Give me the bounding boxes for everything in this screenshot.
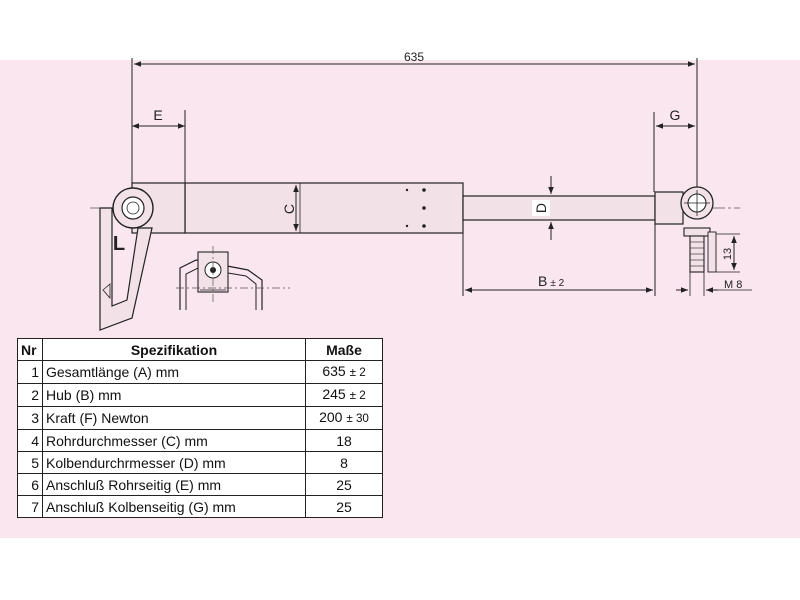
row-value-cell: 200 ± 30 — [305, 406, 383, 430]
specification-table: Nr Spezifikation Maße 1 Gesamtlänge (A) … — [17, 338, 383, 518]
header-spec: Spezifikation — [42, 338, 306, 361]
row-spec: Kolbendurchrmesser (D) mm — [42, 451, 306, 474]
row-tolerance: ± 2 — [349, 366, 366, 379]
dimension-e: E — [132, 107, 186, 190]
dimension-g: G — [653, 107, 695, 192]
dimension-g-label: G — [670, 107, 681, 123]
mounting-stud — [683, 227, 717, 273]
l-bracket: L — [99, 207, 153, 331]
row-value-cell: 245 ± 2 — [305, 383, 383, 407]
dimension-a-label: 635 — [404, 50, 424, 64]
row-value: 245 — [322, 386, 346, 402]
row-value-cell: 25 — [305, 495, 383, 518]
dimension-c: C — [281, 185, 299, 231]
dimension-b-label: B± 2 — [538, 273, 565, 289]
row-value-cell: 635 ± 2 — [305, 360, 383, 384]
dimension-13-label: 13 — [722, 248, 734, 260]
table-row: 6 Anschluß Rohrseitig (E) mm 25 — [17, 473, 383, 496]
dimension-a: 635 — [131, 50, 698, 192]
row-value: 635 — [322, 363, 346, 379]
row-spec: Kraft (F) Newton — [42, 406, 306, 430]
row-nr: 1 — [17, 360, 43, 384]
table-header-row: Nr Spezifikation Maße — [17, 338, 383, 361]
table-row: 7 Anschluß Kolbenseitig (G) mm 25 — [17, 495, 383, 518]
table-row: 5 Kolbendurchrmesser (D) mm 8 — [17, 451, 383, 474]
table-row: 2 Hub (B) mm 245 ± 2 — [17, 383, 383, 407]
row-value: 18 — [336, 432, 352, 449]
bracket-l-label: L — [113, 233, 125, 255]
clip-detail — [176, 246, 290, 310]
row-nr: 5 — [17, 451, 43, 474]
row-value: 25 — [336, 498, 352, 515]
row-value: 200 — [319, 409, 343, 425]
table-row: 3 Kraft (F) Newton 200 ± 30 — [17, 406, 383, 430]
row-spec: Anschluß Rohrseitig (E) mm — [42, 473, 306, 496]
dimension-m8: M 8 — [676, 272, 752, 296]
piston-side-eye-fitting — [680, 186, 714, 220]
dimension-b-tolerance: ± 2 — [550, 278, 564, 289]
dimension-b-letter: B — [538, 273, 547, 289]
row-value: 25 — [336, 476, 352, 493]
dimension-d-label: D — [533, 203, 549, 213]
header-value: Maße — [305, 338, 383, 361]
row-value: 8 — [340, 454, 348, 471]
row-nr: 6 — [17, 473, 43, 496]
dimension-c-label: C — [281, 204, 297, 214]
row-spec: Anschluß Kolbenseitig (G) mm — [42, 495, 306, 518]
row-tolerance: ± 30 — [346, 412, 369, 425]
header-nr: Nr — [17, 338, 43, 361]
tube-side-eye-fitting — [112, 182, 186, 234]
piston-rod — [462, 191, 684, 225]
row-spec: Gesamtlänge (A) mm — [42, 360, 306, 384]
row-spec: Rohrdurchmesser (C) mm — [42, 429, 306, 452]
dimension-m8-label: M 8 — [724, 279, 742, 291]
row-nr: 3 — [17, 406, 43, 430]
row-nr: 7 — [17, 495, 43, 518]
row-value-cell: 8 — [305, 451, 383, 474]
table-row: 4 Rohrdurchmesser (C) mm 18 — [17, 429, 383, 452]
dimension-b: B± 2 — [462, 224, 656, 296]
dimension-13: 13 — [716, 233, 740, 273]
row-value-cell: 18 — [305, 429, 383, 452]
row-nr: 2 — [17, 383, 43, 407]
table-row: 1 Gesamtlänge (A) mm 635 ± 2 — [17, 360, 383, 384]
row-tolerance: ± 2 — [349, 389, 366, 402]
row-nr: 4 — [17, 429, 43, 452]
row-value-cell: 25 — [305, 473, 383, 496]
dimension-e-label: E — [153, 107, 162, 123]
row-spec: Hub (B) mm — [42, 383, 306, 407]
cylinder-tube — [184, 182, 464, 234]
dimension-d: D — [532, 176, 554, 240]
